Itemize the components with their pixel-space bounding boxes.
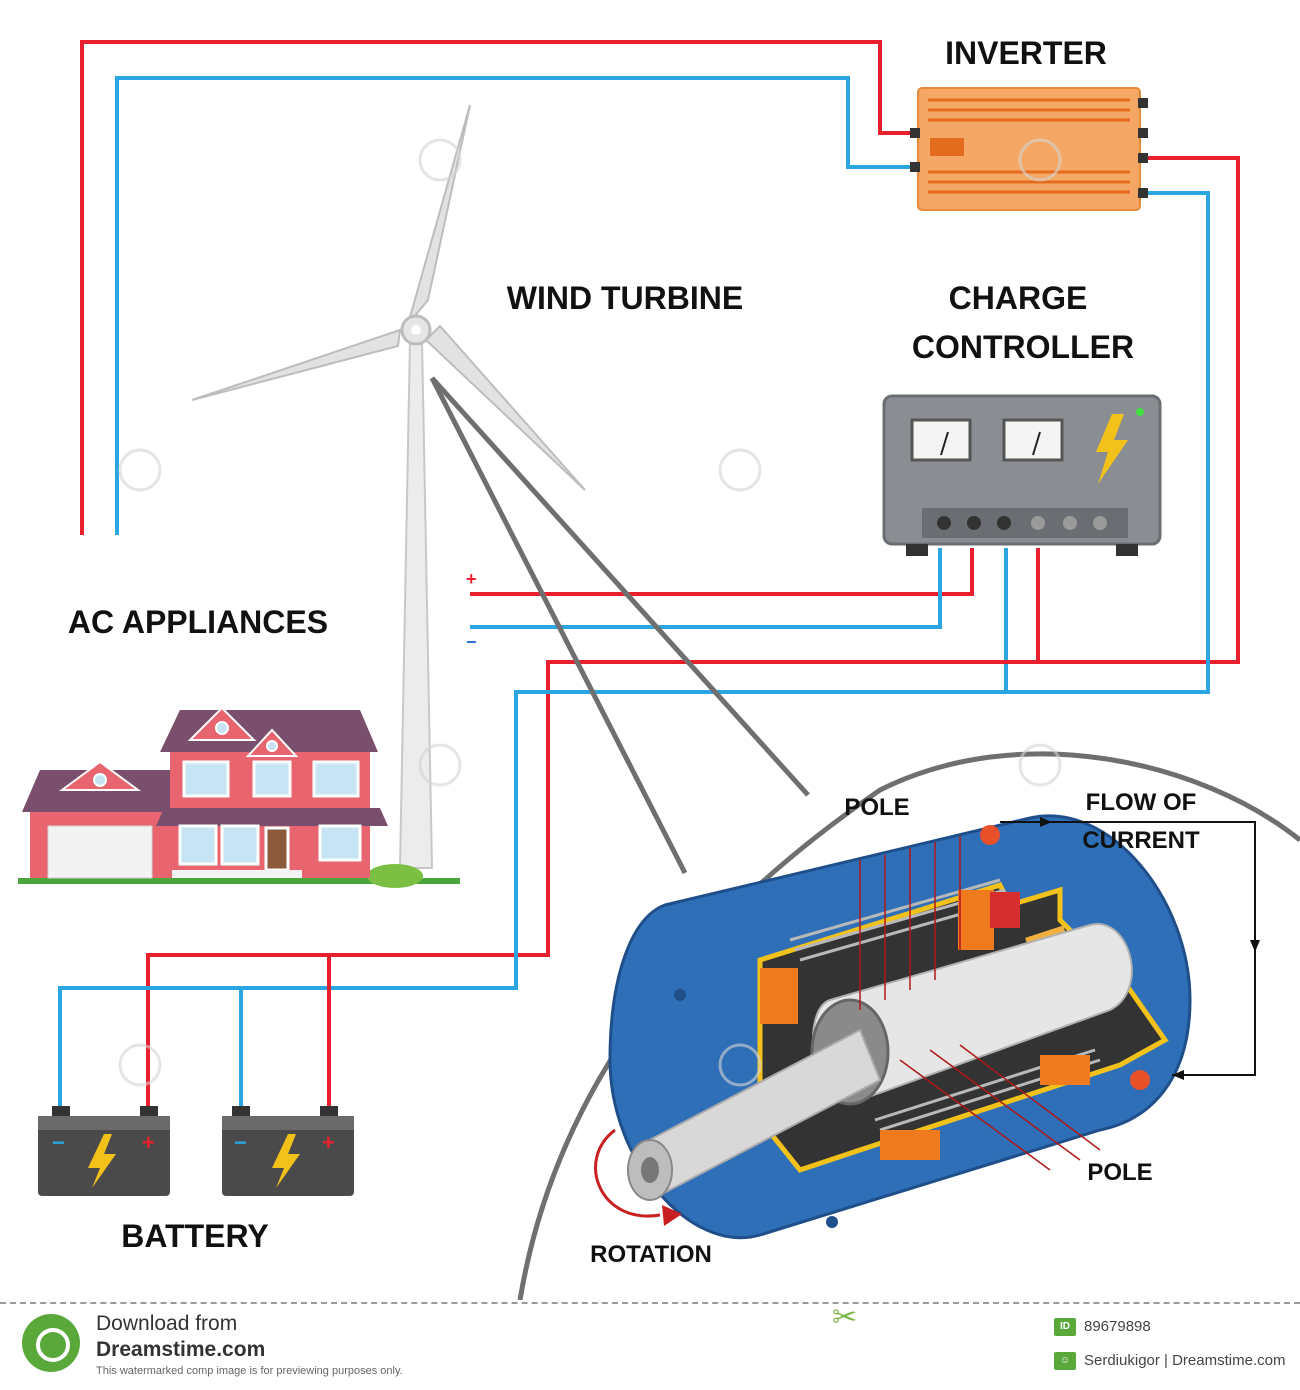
label-flow-of-current-line2: CURRENT [1082, 827, 1200, 854]
label-rotation: ROTATION [590, 1241, 712, 1268]
ac-negative-wire [115, 76, 918, 535]
label-pole-bottom: POLE [1087, 1159, 1152, 1186]
footer-download-line: Download from [96, 1312, 238, 1335]
label-charge-controller-line2: CONTROLLER [912, 329, 1134, 365]
ac-positive-wire [80, 40, 918, 535]
battery2-plus: + [322, 1130, 335, 1155]
id-badge: ID [1054, 1318, 1076, 1336]
label-pole-top: POLE [844, 794, 909, 821]
scissors-icon: ✂ [832, 1301, 858, 1334]
charge-controller-icon [882, 394, 1162, 556]
footer-disclaimer: This watermarked comp image is for previ… [96, 1365, 403, 1377]
house-icon [18, 706, 460, 888]
lightning-bolt-icon [1096, 414, 1128, 484]
watermark [118, 138, 1062, 1087]
wiring [58, 40, 1240, 1110]
dreamstime-logo-icon [22, 1314, 80, 1372]
battery-negative-main-wire [58, 690, 1006, 1110]
author-badge-icon: ☺ [1054, 1352, 1076, 1370]
battery-icon: − + [38, 1106, 170, 1196]
zoom-circle-arc [517, 751, 1300, 1300]
wind-turbine-icon [191, 104, 586, 869]
label-ac-appliances: AC APPLIANCES [68, 604, 328, 640]
battery1-minus: − [52, 1130, 65, 1155]
wind-power-system-diagram: + − [18, 35, 1300, 1300]
inverter-icon [910, 87, 1148, 211]
label-wind-turbine: WIND TURBINE [507, 280, 743, 316]
minus-sign: − [466, 632, 477, 652]
battery1-plus: + [142, 1130, 155, 1155]
footer-site-link[interactable]: Dreamstime.com [96, 1338, 266, 1361]
author-credit[interactable]: Serdiukigor | Dreamstime.com [1084, 1352, 1286, 1369]
turbine-negative-wire [470, 548, 942, 629]
label-flow-of-current-line1: FLOW OF [1086, 789, 1197, 816]
footer-watermark-bar: Download from Dreamstime.com This waterm… [0, 1300, 1300, 1390]
zoom-lines [429, 376, 1300, 1300]
battery-icon: − + [222, 1106, 354, 1196]
inverter-dc-negative-wire [1004, 191, 1210, 694]
label-charge-controller-line1: CHARGE [949, 280, 1088, 316]
label-battery: BATTERY [121, 1218, 269, 1254]
footer-divider [0, 1302, 1300, 1304]
battery2-minus: − [234, 1130, 247, 1155]
generator-cutaway-icon [594, 814, 1260, 1240]
turbine-positive-wire [470, 548, 974, 596]
image-id: 89679898 [1084, 1318, 1151, 1335]
inverter-dc-positive-wire [1036, 156, 1240, 664]
rotation-arrow-icon [594, 1128, 661, 1218]
battery-positive-main-wire [146, 660, 1038, 1110]
label-inverter: INVERTER [945, 35, 1107, 71]
plus-sign: + [466, 569, 477, 589]
